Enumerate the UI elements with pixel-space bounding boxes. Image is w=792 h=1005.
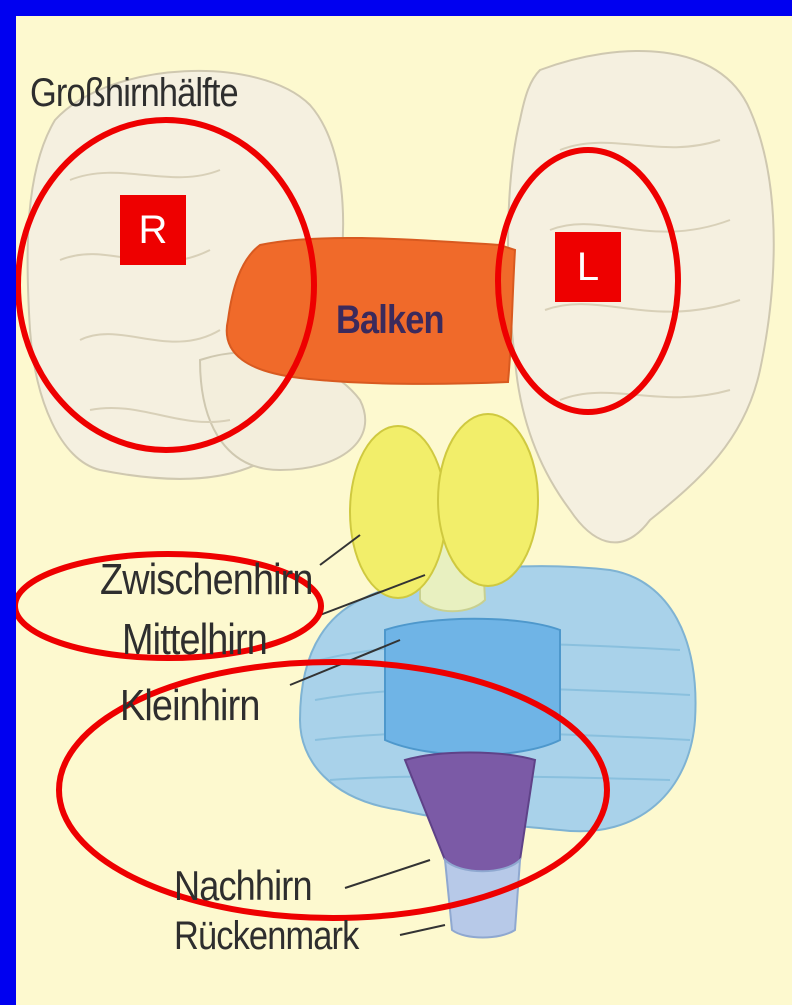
label-midbrain: Mittelhirn [122,615,267,665]
midbrain [385,619,560,755]
thalamus-right [438,414,538,586]
label-cerebral-hemisphere: Großhirnhälfte [30,71,238,116]
label-corpus-callosum: Balken [336,298,444,343]
label-cerebellum: Kleinhirn [120,681,260,731]
label-diencephalon: Zwischenhirn [100,555,313,605]
marker-right: R [120,195,186,265]
left-hemisphere [508,51,774,542]
diagram-panel: Großhirnhälfte Balken Zwischenhirn Mitte… [16,16,792,1005]
label-spinal-cord: Rückenmark [174,914,358,959]
marker-left: L [555,232,621,302]
brain-illustration [16,16,792,1005]
label-medulla: Nachhirn [174,862,312,910]
thalamus-left [350,426,446,598]
